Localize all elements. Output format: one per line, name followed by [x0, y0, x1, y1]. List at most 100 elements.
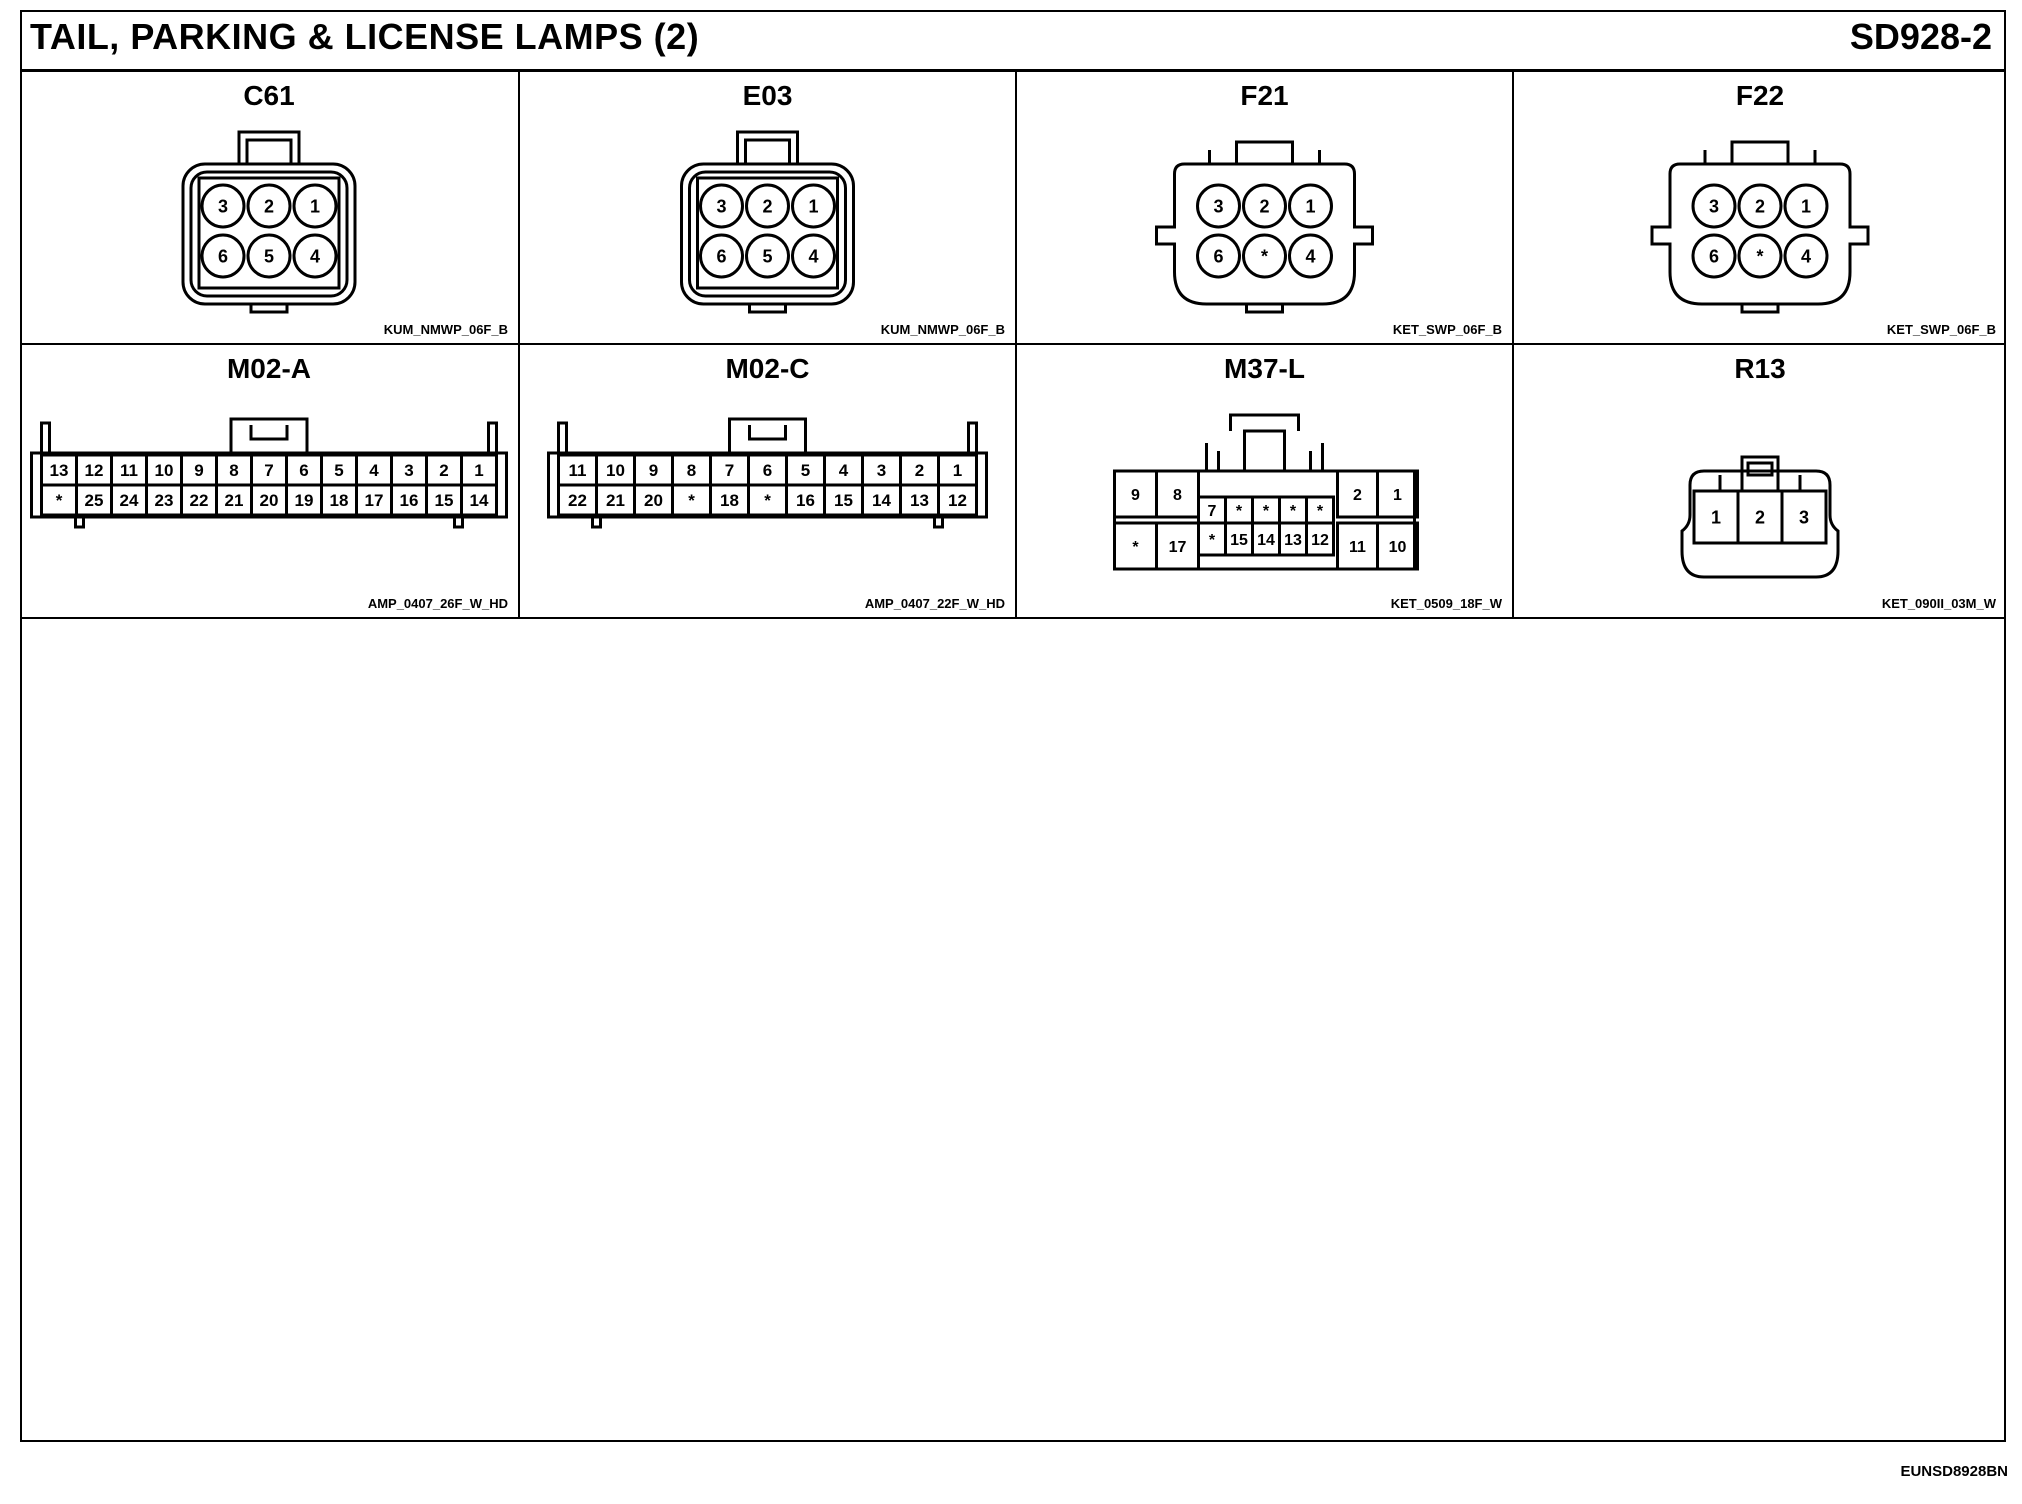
pin-label: 2	[915, 461, 924, 480]
pin-label: 12	[1311, 532, 1329, 549]
connector-outline	[74, 515, 85, 529]
empty-area	[20, 619, 2006, 1442]
connector-part-code: AMP_0407_22F_W_HD	[864, 596, 1005, 611]
pin-socket	[1691, 183, 1737, 229]
pin-label: 12	[948, 491, 967, 510]
column-divider-3	[1512, 71, 1514, 618]
pin-label: 10	[155, 461, 174, 480]
pin-label: 6	[218, 246, 228, 266]
pin-label: 8	[1173, 487, 1182, 504]
connector-part-code: KUM_NMWP_06F_B	[880, 322, 1005, 337]
outer-frame	[20, 10, 2006, 1442]
page-title: TAIL, PARKING & LICENSE LAMPS (2)	[30, 16, 700, 57]
pin-label: 3	[1709, 196, 1719, 216]
pin-label: 20	[260, 491, 279, 510]
connector-outline	[1243, 429, 1286, 471]
pin-label: 5	[762, 246, 772, 266]
pin-label: 2	[762, 196, 772, 216]
connector-outline	[933, 515, 944, 529]
pin-label: 8	[687, 461, 696, 480]
pin-socket	[1196, 233, 1241, 279]
connector-part-code: AMP_0407_26F_W_HD	[367, 596, 508, 611]
connector-outline	[744, 138, 791, 164]
pin-label: *	[1290, 503, 1297, 520]
connector-outline	[1113, 469, 1416, 571]
pin-cavity	[1155, 469, 1200, 519]
connector-outline	[557, 421, 568, 453]
pin-label: 1	[808, 196, 818, 216]
column-divider-1	[518, 71, 520, 618]
pin-label: 14	[470, 491, 489, 510]
connector-part-code: KET_0509_18F_W	[1390, 596, 1502, 611]
pin-cavity	[1376, 521, 1419, 571]
row-divider-2	[20, 617, 2006, 619]
pin-socket	[1691, 233, 1737, 279]
pin-label: 2	[1755, 196, 1765, 216]
pin-label: 3	[1213, 196, 1223, 216]
connector-name: F21	[1240, 80, 1289, 111]
pin-label: 16	[796, 491, 815, 510]
pin-label: 6	[299, 461, 308, 480]
pin-label: 13	[1284, 532, 1302, 549]
pin-label: 22	[568, 491, 587, 510]
pin-cavity	[1780, 489, 1828, 545]
pin-label: 2	[439, 461, 448, 480]
pin-socket	[791, 183, 836, 229]
connector-outline	[245, 138, 293, 164]
connector-outline	[1235, 140, 1294, 164]
pin-label: 21	[606, 491, 625, 510]
pin-label: 4	[808, 246, 818, 266]
pin-label: 11	[569, 461, 587, 480]
connector-outline	[728, 417, 807, 453]
document-code: EUNSD8928BN	[1900, 1463, 2008, 1480]
pin-label: 14	[1257, 532, 1275, 549]
pin-label: 11	[1349, 539, 1366, 556]
connector-outline	[453, 515, 464, 529]
pin-socket	[699, 183, 744, 229]
pin-socket	[292, 233, 338, 279]
pin-label: 17	[365, 491, 384, 510]
pin-label: 13	[910, 491, 929, 510]
connector-outline	[591, 515, 602, 529]
pin-label: 20	[644, 491, 663, 510]
connector-part-code: KET_SWP_06F_B	[1886, 322, 1996, 337]
connector-outline	[696, 176, 839, 290]
pin-socket	[200, 183, 246, 229]
pin-label: 6	[716, 246, 726, 266]
connector-part-code: KET_SWP_06F_B	[1392, 322, 1502, 337]
pin-label: 1	[1305, 196, 1315, 216]
pin-label: 15	[1230, 532, 1248, 549]
pin-label: 3	[1799, 507, 1809, 527]
pin-socket	[1242, 233, 1287, 279]
pin-label: *	[1263, 503, 1270, 520]
connector-name: C61	[243, 80, 295, 111]
pin-label: *	[1261, 246, 1268, 266]
connector-part-code: KUM_NMWP_06F_B	[383, 322, 508, 337]
pin-socket	[745, 183, 790, 229]
pin-socket	[791, 233, 836, 279]
pin-label: 9	[649, 461, 658, 480]
connector-outline	[1208, 150, 1321, 164]
pin-label: 22	[190, 491, 209, 510]
connector-outline	[1229, 413, 1300, 431]
pin-label: 18	[330, 491, 349, 510]
pin-label: 7	[264, 461, 273, 480]
pin-label: 2	[264, 196, 274, 216]
pin-label: 1	[1393, 487, 1402, 504]
pin-label: 5	[801, 461, 810, 480]
sheet-number: SD928-2	[1849, 16, 1992, 57]
connector-outline	[688, 170, 847, 298]
connector-outline	[1740, 302, 1780, 314]
pin-label: 6	[1709, 246, 1719, 266]
pin-label: 24	[120, 491, 139, 510]
column-divider-2	[1015, 71, 1017, 618]
